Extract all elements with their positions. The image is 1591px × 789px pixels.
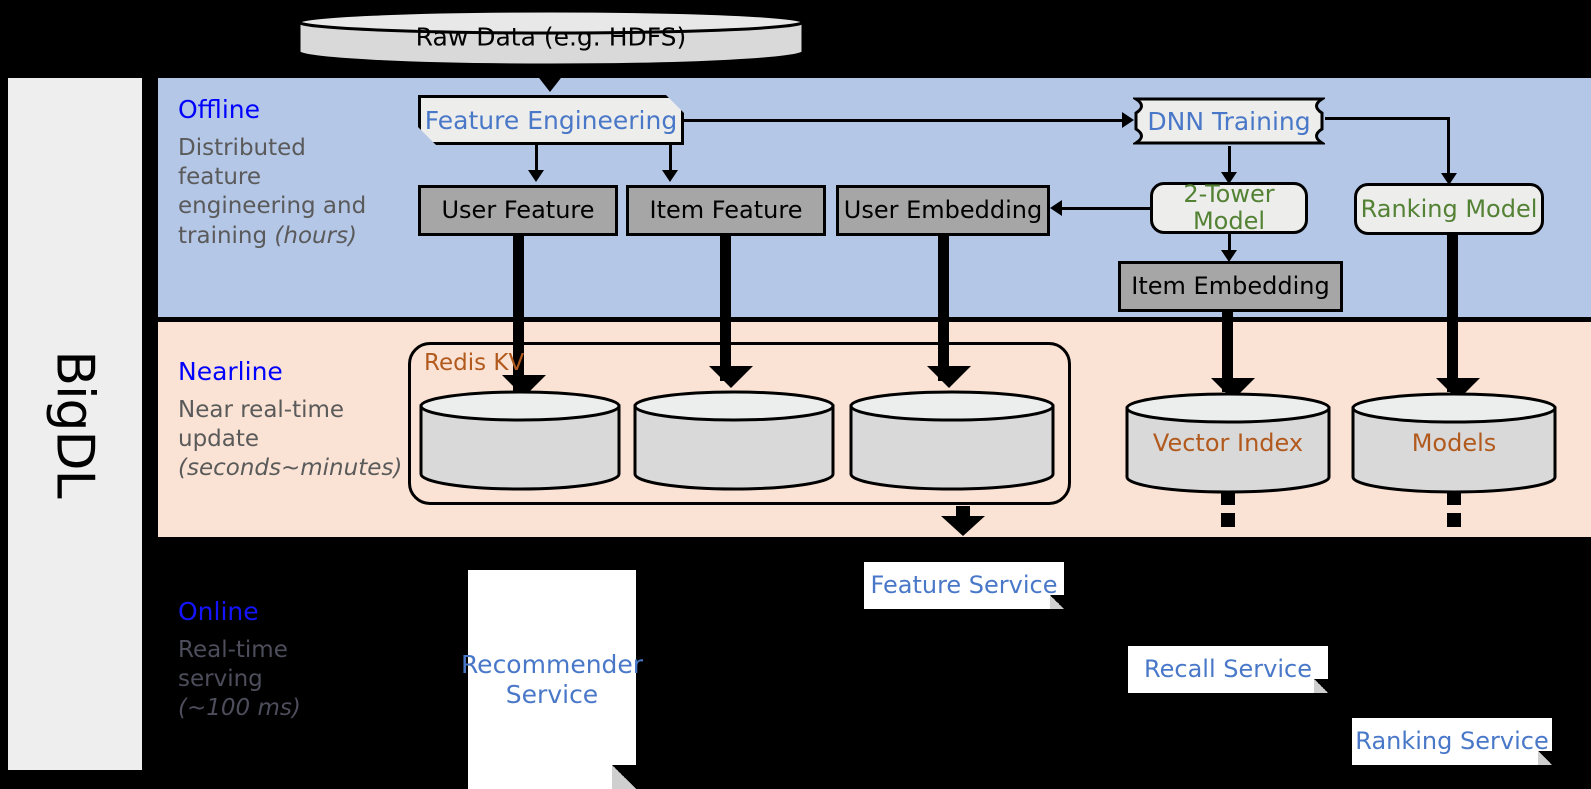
raw-data-cylinder: Raw Data (e.g. HDFS) — [296, 8, 806, 66]
dnn-training-label: DNN Training — [1147, 106, 1311, 136]
pipe-userembedding-kv-arrowhead — [927, 366, 971, 388]
ranking-model-label: Ranking Model — [1360, 194, 1538, 223]
edge-rawdata-fe — [549, 64, 552, 80]
recall-service-label: Recall Service — [1144, 655, 1312, 684]
edge-fe-itemfeature — [669, 145, 672, 175]
edge-fe-itemfeature-arrowhead — [662, 170, 678, 182]
pipe-itemfeature-kv — [720, 236, 731, 381]
online-desc-l2: serving — [178, 665, 263, 692]
two-tower-model-label: 2-Tower Model — [1183, 180, 1275, 235]
pipe-kv-featureservice-arrowhead — [941, 516, 985, 536]
vector-index-shape — [1125, 392, 1331, 494]
recommender-service-label: Recommender Service — [460, 649, 644, 709]
nearline-desc-l1: Near real-time — [178, 396, 345, 423]
edge-twotower-itemembedding-arrowhead — [1221, 250, 1237, 262]
pipe-userfeature-kv — [513, 236, 524, 391]
bigdl-rail: BigDL — [8, 78, 142, 770]
dnn-training-node[interactable]: DNN Training — [1133, 96, 1325, 146]
raw-data-label: Raw Data (e.g. HDFS) — [415, 22, 687, 52]
edge-dnn-twotower-arrowhead — [1221, 172, 1237, 184]
user-feature-node[interactable]: User Feature — [418, 185, 618, 236]
edge-fe-dnn-arrowhead — [1122, 112, 1134, 128]
page-fold-icon — [612, 765, 636, 789]
edge-fe-userfeature-arrowhead — [528, 170, 544, 182]
edge-fe-dnn — [684, 119, 1126, 122]
offline-description: Distributed feature engineering and trai… — [178, 134, 366, 252]
offline-desc-l1: Distributed — [178, 134, 306, 161]
offline-caption: Offline Distributed feature engineering … — [178, 96, 366, 251]
pipe-rankingmodel-models — [1447, 235, 1458, 392]
page-fold-icon — [1538, 751, 1552, 765]
edge-twotower-itemembedding — [1228, 234, 1231, 254]
edge-dnn-ranking-h — [1325, 117, 1450, 120]
models-label: Models — [1411, 429, 1497, 457]
edge-dnn-ranking-arrowhead — [1441, 173, 1457, 185]
models-shape — [1351, 392, 1557, 494]
item-embedding-node[interactable]: Item Embedding — [1118, 261, 1343, 312]
pipe-itemfeature-kv-arrowhead — [709, 366, 753, 388]
feature-engineering-node[interactable]: Feature Engineering — [418, 95, 684, 145]
item-feature-label: Item Feature — [649, 196, 803, 225]
offline-desc-italic: (hours) — [274, 222, 358, 249]
nearline-desc-l2: update — [178, 425, 260, 452]
kv-store-3-shape — [849, 390, 1055, 491]
kv-store-1-shape — [419, 390, 621, 491]
vector-index-cylinder[interactable]: Vector Index — [1124, 391, 1332, 495]
offline-desc-l4: training — [178, 222, 275, 249]
redis-kv-label: Redis KV — [424, 350, 525, 376]
pipe-itemembedding-vectorindex — [1222, 312, 1233, 392]
item-embedding-label: Item Embedding — [1131, 272, 1330, 301]
edge-fe-userfeature — [535, 145, 538, 175]
bigdl-rail-label-wrap: BigDL — [8, 78, 142, 770]
ranking-service-note[interactable]: Ranking Service — [1352, 718, 1552, 765]
dot-models-2 — [1447, 513, 1461, 527]
online-caption: Online Real-time serving (~100 ms) — [178, 598, 301, 724]
dot-models-1 — [1447, 491, 1461, 505]
online-desc-l1: Real-time — [178, 636, 288, 663]
models-cylinder[interactable]: Models — [1350, 391, 1558, 495]
kv-store-1-cylinder[interactable] — [418, 389, 623, 491]
user-embedding-label: User Embedding — [843, 196, 1043, 225]
nearline-desc-italic: (seconds~minutes) — [178, 455, 403, 482]
dot-vectorindex-1 — [1221, 491, 1235, 505]
page-fold-icon — [1314, 679, 1328, 693]
feature-engineering-label: Feature Engineering — [418, 95, 684, 145]
dot-vectorindex-2 — [1221, 513, 1235, 527]
edge-dnn-ranking-v — [1447, 117, 1450, 179]
page-fold-icon — [1050, 595, 1064, 609]
edge-twotower-userembedding — [1062, 207, 1150, 210]
nearline-title: Nearline — [178, 357, 283, 386]
ranking-model-node[interactable]: Ranking Model — [1354, 183, 1544, 235]
nearline-caption: Nearline Near real-time update (seconds~… — [178, 357, 402, 484]
raw-data-cylinder-shape — [297, 9, 805, 66]
edge-rawdata-fe-arrowhead — [536, 74, 564, 92]
online-title: Online — [178, 597, 259, 626]
feature-service-label: Feature Service — [870, 571, 1058, 600]
redis-kv-container — [408, 342, 1071, 505]
recommender-service-note[interactable]: Recommender Service — [461, 570, 643, 789]
kv-store-2-shape — [633, 390, 835, 491]
edge-dnn-twotower — [1228, 146, 1231, 178]
dnn-training-shape — [1133, 97, 1325, 145]
user-embedding-node[interactable]: User Embedding — [836, 185, 1050, 236]
recall-service-note[interactable]: Recall Service — [1128, 646, 1328, 693]
feature-service-note[interactable]: Feature Service — [864, 562, 1064, 609]
ranking-service-label: Ranking Service — [1355, 727, 1549, 756]
two-tower-model-node[interactable]: 2-Tower Model — [1150, 180, 1308, 235]
nearline-description: Near real-time update (seconds~minutes) — [178, 396, 402, 484]
kv-store-3-cylinder[interactable] — [848, 389, 1057, 491]
kv-store-2-cylinder[interactable] — [632, 389, 837, 491]
user-feature-label: User Feature — [441, 196, 595, 225]
offline-desc-l3: engineering and — [178, 193, 367, 220]
vector-index-label: Vector Index — [1152, 429, 1304, 457]
item-feature-node[interactable]: Item Feature — [626, 185, 826, 236]
offline-title: Offline — [178, 95, 261, 124]
online-desc-italic: (~100 ms) — [178, 695, 301, 722]
offline-desc-l2: feature — [178, 163, 262, 190]
bigdl-rail-label: BigDL — [45, 350, 106, 498]
online-description: Real-time serving (~100 ms) — [178, 636, 301, 724]
pipe-userembedding-kv — [938, 236, 949, 381]
edge-twotower-userembedding-arrowhead — [1050, 200, 1062, 216]
